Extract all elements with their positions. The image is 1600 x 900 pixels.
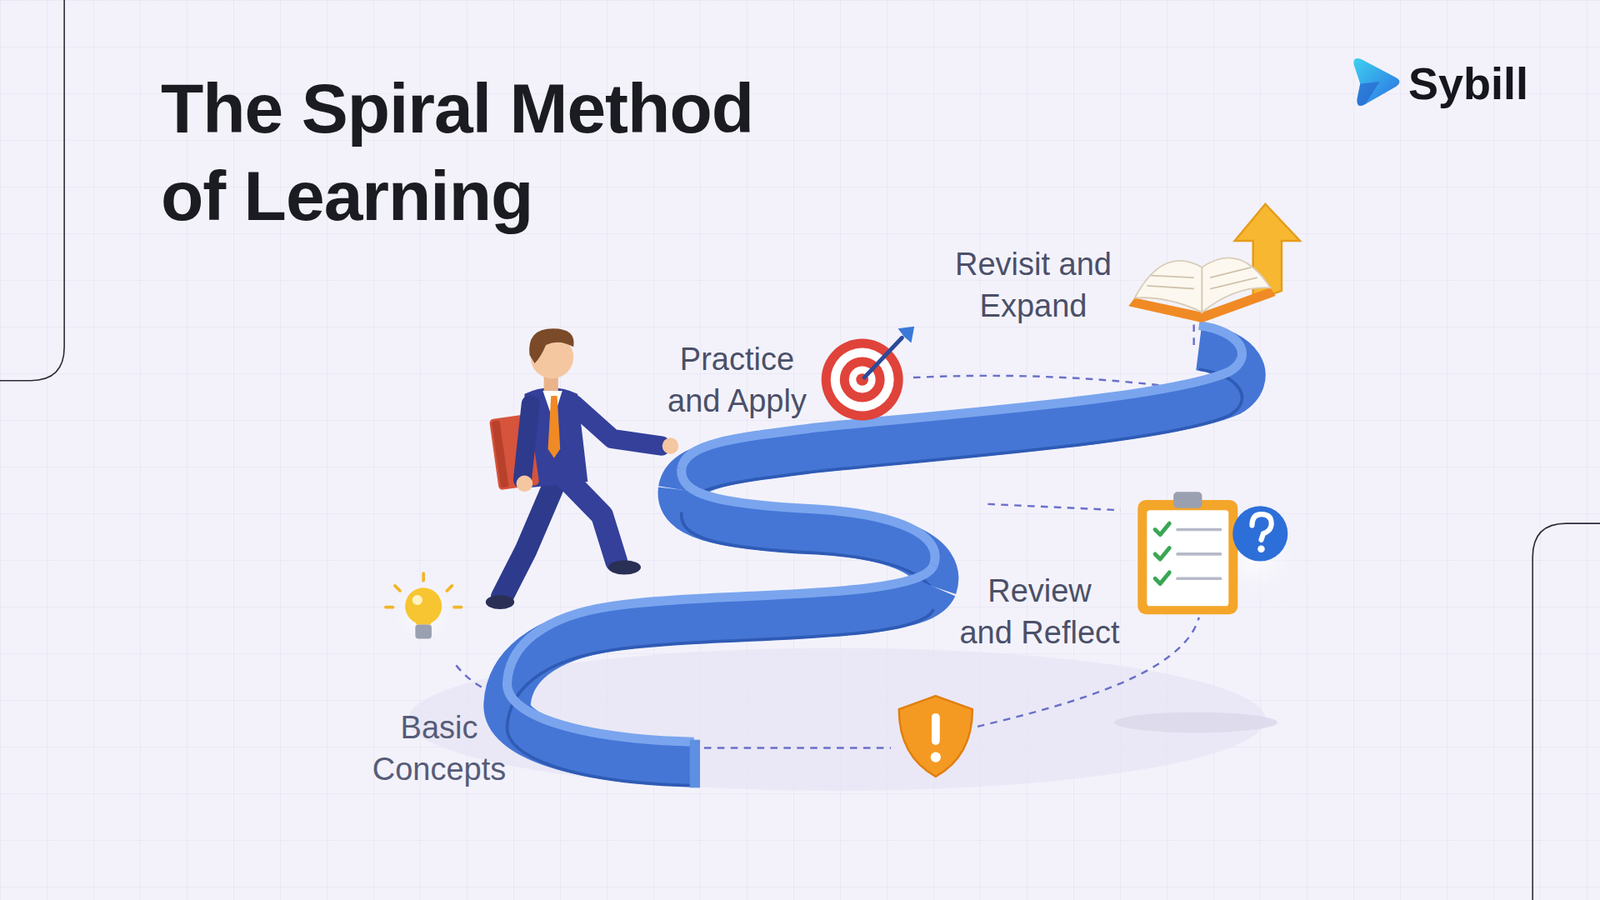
floor-shadow-part	[1114, 712, 1278, 733]
lightbulb-icon-part-part	[395, 585, 400, 591]
dashed-leaders-part	[455, 665, 487, 690]
person-figure-part	[522, 404, 531, 480]
lightbulb-icon-part	[415, 624, 432, 639]
corner-lines-part	[0, 0, 65, 381]
lightbulb-icon-part-part	[454, 605, 462, 610]
person-figure-part	[501, 480, 556, 598]
spiral-ribbon-part	[681, 468, 935, 565]
lightbulb-icon-part	[405, 587, 442, 625]
book-arrow-icon-part-part	[1210, 267, 1251, 278]
stage-label: Practice and Apply	[655, 338, 819, 422]
logo-icon	[1353, 58, 1400, 106]
clipboard-icon-part	[1146, 510, 1229, 606]
clipboard-icon-part	[1173, 491, 1202, 509]
book-arrow-icon	[1128, 204, 1300, 323]
dashed-leaders-part	[704, 746, 891, 749]
stage-label: Revisit and Expand	[933, 243, 1134, 327]
corner-lines-part	[1532, 523, 1600, 900]
clipboard-icon-part	[1232, 505, 1288, 561]
book-arrow-icon-part	[1135, 260, 1203, 313]
shield-icon-part	[931, 713, 940, 745]
logo-icon-part	[1356, 81, 1380, 106]
book-arrow-icon-part	[1201, 257, 1270, 312]
stage-label: Basic Concepts	[355, 706, 523, 790]
lightbulb-icon-part	[378, 567, 469, 658]
book-arrow-icon-part-part	[1146, 285, 1194, 290]
lightbulb-icon-part	[412, 595, 423, 605]
lightbulb-icon-part	[414, 616, 433, 625]
spiral-ribbon-part	[507, 565, 935, 742]
lightbulb-icon-part-part	[421, 573, 425, 581]
logo-icon-part	[1353, 58, 1400, 106]
person-figure-part	[608, 560, 641, 575]
clipboard-icon-part-part	[1155, 523, 1170, 535]
person-figure	[485, 328, 679, 610]
spiral-ribbon-part	[690, 740, 700, 789]
target-icon-part	[898, 326, 915, 344]
person-figure-part	[491, 420, 510, 488]
clipboard-icon-part-part	[1177, 552, 1220, 556]
dashed-leaders-part	[987, 504, 1120, 510]
clipboard-icon-part-part	[1155, 548, 1170, 560]
shield-icon-part	[930, 751, 941, 762]
dashed-leaders-part	[913, 375, 1164, 386]
clipboard-icon	[1137, 491, 1288, 615]
clipboard-icon-part	[1137, 500, 1238, 615]
spiral-ribbon	[507, 325, 1243, 789]
logo-wordmark: Sybill	[1408, 56, 1529, 110]
clipboard-icon-part-part	[1155, 572, 1170, 584]
book-arrow-icon-part	[1146, 267, 1257, 290]
clipboard-icon-part	[1251, 514, 1271, 540]
lightbulb-icon-part-part	[385, 605, 394, 610]
target-icon	[821, 326, 915, 421]
dashed-leaders	[455, 324, 1199, 748]
person-figure-part	[567, 480, 617, 562]
shield-icon-part	[899, 695, 973, 777]
person-figure-part	[485, 595, 515, 610]
clipboard-icon-part	[1177, 530, 1220, 580]
lightbulb-icon	[378, 567, 469, 658]
lightbulb-icon-part-part	[446, 585, 452, 591]
clipboard-icon-part	[1257, 545, 1265, 553]
person-figure-part	[548, 395, 561, 459]
shield-icon	[899, 695, 973, 777]
clipboard-icon-part-part	[1177, 576, 1220, 580]
dashed-leaders-part	[1192, 324, 1195, 347]
book-arrow-icon-part-part	[1210, 277, 1257, 289]
target-icon-part	[864, 337, 902, 378]
person-figure-part	[516, 475, 534, 493]
title-heading: The Spiral Method of Learning	[160, 65, 828, 240]
stage-label: Review and Reflect	[958, 570, 1121, 654]
clipboard-icon-part	[1155, 523, 1170, 584]
clipboard-icon-part-part	[1177, 528, 1220, 532]
person-figure-part	[662, 437, 680, 455]
spiral-ribbon-part	[507, 609, 935, 786]
book-arrow-icon-part-part	[1150, 275, 1194, 278]
person-figure-part	[529, 328, 574, 364]
person-figure-part	[573, 404, 661, 446]
